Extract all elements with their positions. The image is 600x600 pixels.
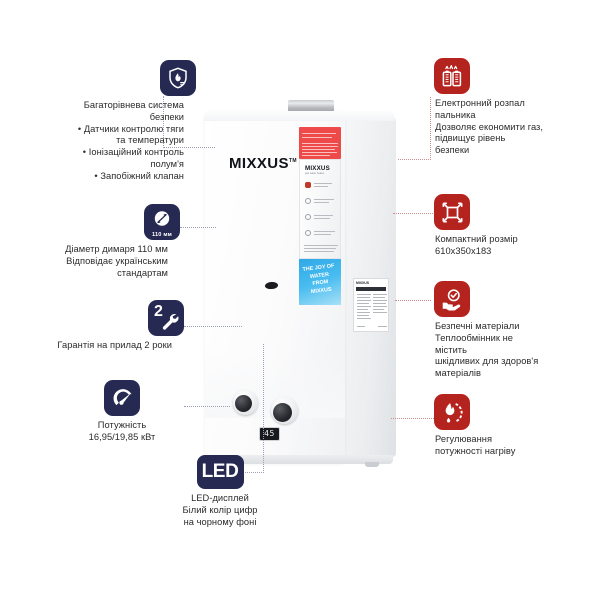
shield-flame-icon (160, 60, 196, 96)
led-text-icon: LED (196, 455, 244, 489)
led-display-value: 45 (264, 429, 275, 438)
feature-multilevel-safety[interactable]: Багаторівнева система безпеки • Датчики … (0, 60, 196, 183)
feature-caption: LED-дисплей Білий колір цифр на чорному … (182, 493, 258, 527)
feature-chimney-diameter[interactable]: 110 мм Діаметр димаря 110 мм Відповідає … (0, 204, 180, 279)
power-knob[interactable] (271, 397, 298, 424)
sticker-spec-white: MIXXUS gas water heater (299, 159, 341, 259)
feature-icon-row: LED (150, 455, 290, 489)
connector-warranty (184, 326, 242, 327)
feature-icon-row: 2 (0, 300, 184, 336)
heater-top-panel (203, 111, 396, 121)
brand-tm: TM (288, 158, 297, 164)
connector-led-horizontal (241, 472, 264, 473)
dimensions-icon (434, 194, 470, 230)
connector-power (184, 406, 230, 407)
heater-bottom-lip (207, 455, 393, 464)
led-display: 45 (259, 427, 280, 441)
feature-safe-materials[interactable]: Безпечні матеріали Теплообмінник не міст… (434, 281, 600, 380)
sticker-icon-shield (305, 214, 311, 220)
sticker-icon-flame (305, 182, 311, 188)
connector-ignition-vertical (430, 97, 431, 160)
connector-safety-vertical (163, 96, 164, 148)
feature-caption: Безпечні матеріали Теплообмінник не міст… (435, 321, 539, 379)
flame-dial-icon (434, 394, 470, 430)
sticker-slogan-text: THE JOY OF WATER FROM MIXXUS (302, 263, 335, 295)
connector-regulation (391, 418, 434, 419)
feature-icon-row (434, 394, 600, 430)
sticker-sub-text: gas water heater (305, 172, 325, 175)
hand-check-icon (434, 281, 470, 317)
feature-caption: Багаторівнева система безпеки • Датчики … (77, 100, 184, 181)
pipe-diameter-badge: 110 мм (151, 231, 173, 238)
feature-icon-row (434, 194, 600, 230)
sticker-icon-drop (305, 198, 311, 204)
feature-caption: Діаметр димаря 110 мм Відповідає українс… (65, 244, 168, 278)
warranty-years-badge: 2 (154, 303, 163, 320)
product-image-water-heater: MIXXUSTM MIXXUS gas water heater (203, 100, 405, 490)
side-spec-label: MIXXUS (353, 278, 389, 332)
brand-text: MIXXUS (229, 155, 289, 172)
feature-warranty[interactable]: 2 Гарантія на прилад 2 роки (0, 300, 184, 352)
feature-caption: Електронний розпал пальника Дозволяє еко… (435, 98, 544, 156)
temperature-knob[interactable] (233, 390, 258, 415)
feature-caption: Потужність 16,95/19,85 кВт (88, 420, 156, 442)
led-badge-text: LED (201, 461, 239, 482)
feature-compact-size[interactable]: Компактний розмір 610х350х183 (434, 194, 600, 258)
connector-ignition-horizontal (398, 159, 431, 160)
connector-safety-horizontal (163, 147, 215, 148)
feature-icon-row (434, 281, 600, 317)
sticker-slogan-blue: THE JOY OF WATER FROM MIXXUS (299, 259, 341, 305)
pipe-diameter-icon: 110 мм (144, 204, 180, 240)
batteries-spark-icon (434, 58, 470, 94)
feature-led-display[interactable]: LED LED-дисплей Білий колір цифр на чорн… (150, 455, 290, 528)
connector-materials (395, 300, 431, 301)
feature-icon-row (60, 380, 184, 416)
product-brand-logo: MIXXUSTM (229, 155, 297, 172)
sticker-logo-text: MIXXUS (305, 165, 330, 172)
heater-foot-right (365, 462, 379, 467)
feature-icon-row (0, 60, 196, 96)
flue-pipe (288, 100, 334, 113)
feature-caption: Регулювання потужності нагріву (435, 434, 516, 456)
side-label-brand: MIXXUS (356, 281, 369, 285)
gauge-icon (104, 380, 140, 416)
feature-electronic-ignition[interactable]: Електронний розпал пальника Дозволяє еко… (434, 58, 600, 157)
feature-icon-row: 110 мм (0, 204, 180, 240)
sticker-icon-gear (305, 230, 311, 236)
feature-icon-row (434, 58, 600, 94)
sticker-warning-red (299, 127, 341, 159)
feature-heat-regulation[interactable]: Регулювання потужності нагріву (434, 394, 600, 458)
feature-caption: Компактний розмір 610х350х183 (435, 234, 518, 256)
feature-caption: Гарантія на прилад 2 роки (57, 340, 172, 350)
wrench-icon: 2 (148, 300, 184, 336)
feature-power[interactable]: Потужність 16,95/19,85 кВт (60, 380, 184, 444)
connector-diameter (180, 227, 216, 228)
connector-led-vertical (263, 344, 264, 473)
connector-compact-size (393, 213, 433, 214)
